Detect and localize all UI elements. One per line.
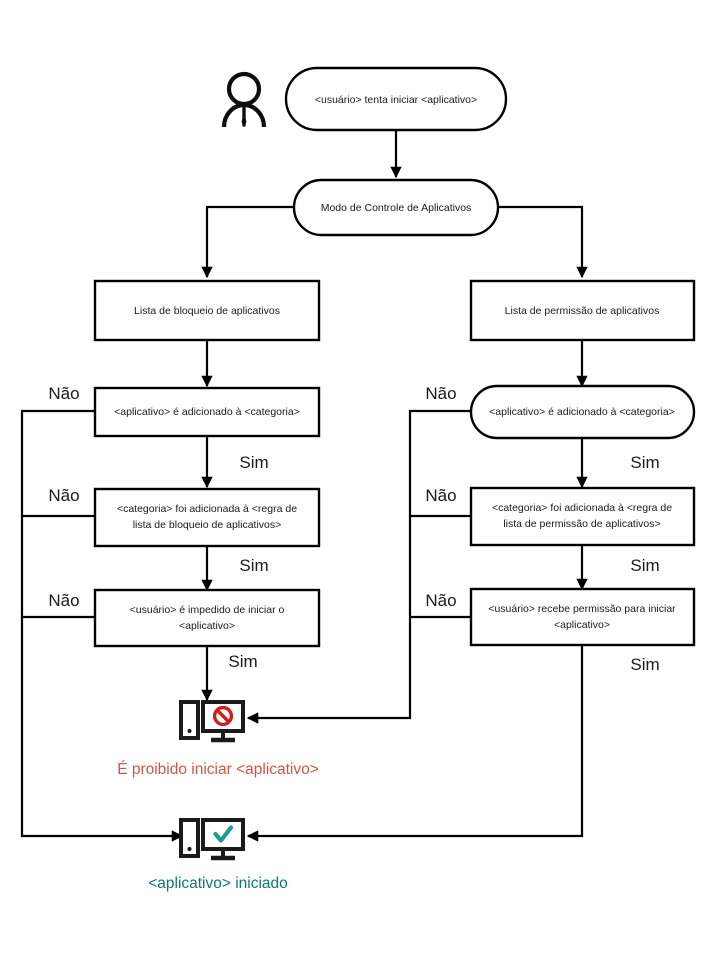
edge-no-blockappcat-to-allowed bbox=[20, 409, 184, 842]
edge-label-yes-4: Sim bbox=[630, 453, 659, 472]
node-block-category-rule-line2: lista de bloqueio de aplicativos> bbox=[133, 519, 282, 531]
edge-label-no-1: Não bbox=[48, 384, 79, 403]
node-block-app-category: <aplicativo> é adicionado à <categoria> bbox=[93, 386, 321, 438]
node-allow-user-line1: <usuário> recebe permissão para iniciar bbox=[488, 603, 676, 615]
node-block-category-rule-line1: <categoria> foi adicionada à <regra de bbox=[117, 503, 297, 515]
node-mode-label: Modo de Controle de Aplicativos bbox=[321, 202, 472, 214]
node-block-user: <usuário> é impedido de iniciar o <aplic… bbox=[93, 588, 321, 648]
edge-label-yes-5: Sim bbox=[630, 556, 659, 575]
node-allow-app-category: <aplicativo> é adicionado à <categoria> bbox=[469, 384, 696, 440]
node-start: <usuário> tenta iniciar <aplicativo> bbox=[284, 66, 508, 132]
computer-allowed-icon bbox=[179, 818, 245, 861]
node-allow-category-rule-line1: <categoria> foi adicionada à <regra de bbox=[492, 502, 672, 514]
node-block-user-line1: <usuário> é impedido de iniciar o bbox=[130, 604, 285, 616]
node-block-category-rule: <categoria> foi adicionada à <regra de l… bbox=[93, 487, 321, 548]
node-block-list: Lista de bloqueio de aplicativos bbox=[93, 279, 321, 342]
computer-blocked-icon bbox=[179, 700, 245, 743]
node-allow-category-rule-line2: lista de permissão de aplicativos> bbox=[503, 518, 660, 530]
edge-yes-allowuser-to-allowed bbox=[246, 646, 584, 842]
user-icon bbox=[221, 71, 267, 128]
node-start-label: <usuário> tenta iniciar <aplicativo> bbox=[315, 94, 477, 106]
edge-no-allowappcat-to-denied bbox=[246, 409, 471, 724]
edge-label-no-5: Não bbox=[425, 486, 456, 505]
node-allow-list-label: Lista de permissão de aplicativos bbox=[505, 305, 660, 317]
node-mode: Modo de Controle de Aplicativos bbox=[292, 178, 500, 237]
outcome-allowed-label: <aplicativo> iniciado bbox=[148, 875, 288, 892]
edge-label-no-2: Não bbox=[48, 486, 79, 505]
node-allow-list: Lista de permissão de aplicativos bbox=[469, 279, 696, 342]
outcome-denied-label: É proibido iniciar <aplicativo> bbox=[117, 761, 319, 778]
edge-mode-to-blocklist bbox=[201, 205, 294, 279]
edge-label-yes-3: Sim bbox=[228, 652, 257, 671]
node-block-list-label: Lista de bloqueio de aplicativos bbox=[134, 305, 280, 317]
node-allow-app-category-label: <aplicativo> é adicionado à <categoria> bbox=[489, 406, 675, 418]
node-block-app-category-label: <aplicativo> é adicionado à <categoria> bbox=[114, 406, 300, 418]
edge-label-no-4: Não bbox=[425, 384, 456, 403]
edge-label-no-6: Não bbox=[425, 591, 456, 610]
edge-label-no-3: Não bbox=[48, 591, 79, 610]
node-block-user-line2: <aplicativo> bbox=[179, 620, 235, 632]
node-allow-user: <usuário> recebe permissão para iniciar … bbox=[469, 587, 696, 647]
node-allow-user-line2: <aplicativo> bbox=[554, 619, 610, 631]
node-allow-category-rule: <categoria> foi adicionada à <regra de l… bbox=[469, 486, 696, 547]
edge-label-yes-2: Sim bbox=[239, 556, 268, 575]
edge-label-yes-1: Sim bbox=[239, 453, 268, 472]
edge-mode-to-allowlist bbox=[497, 205, 588, 279]
edge-label-yes-6: Sim bbox=[630, 655, 659, 674]
